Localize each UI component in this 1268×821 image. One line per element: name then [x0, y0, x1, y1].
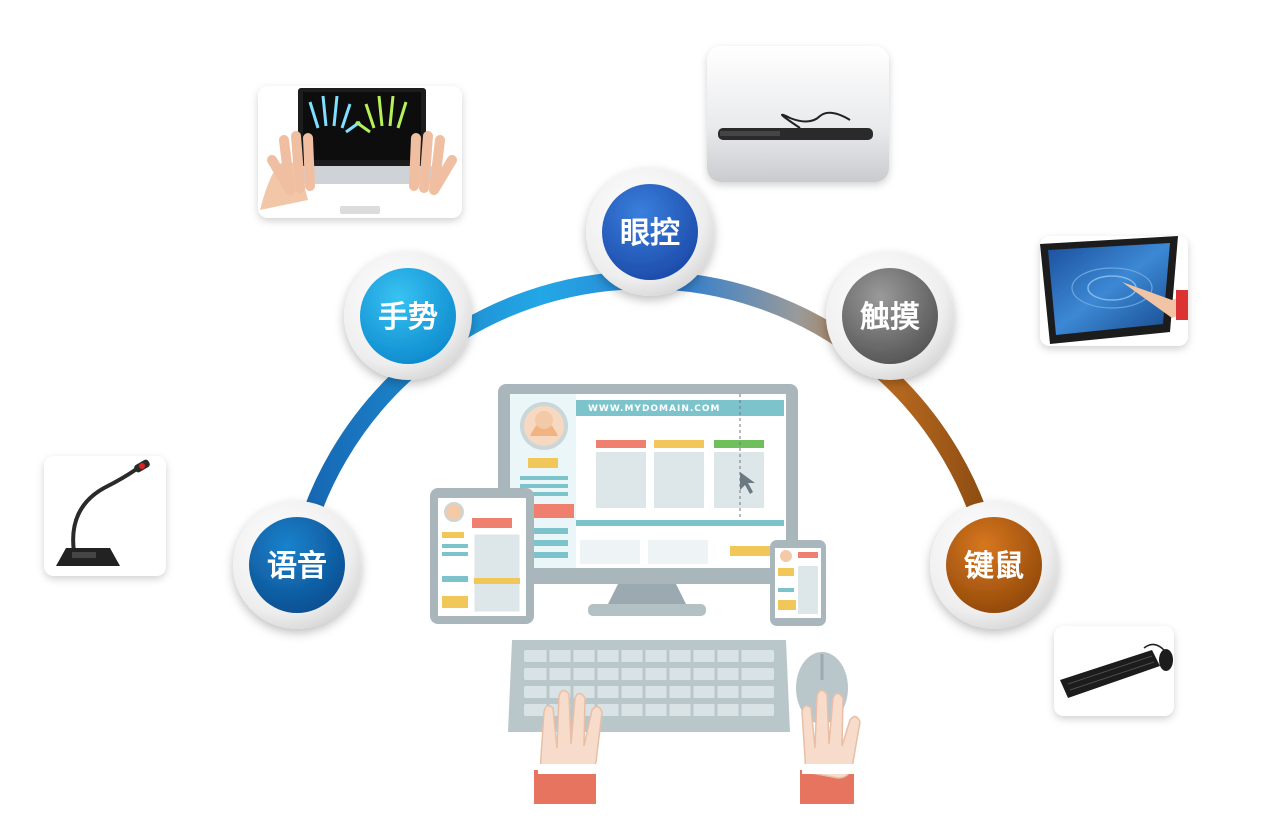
voice-badge: [249, 517, 345, 613]
gesture-badge: [360, 268, 456, 364]
center-illustration: WWW.MYDOMAIN.COM: [430, 384, 861, 804]
touchscreen-icon: [1040, 236, 1188, 346]
node-voice: 语音: [233, 501, 361, 629]
eye-tracker-bar-icon: [707, 46, 889, 182]
node-eye: 眼控: [586, 168, 714, 296]
node-touch-label: 触摸: [860, 300, 920, 335]
hand-tracking-laptop-icon: [258, 86, 462, 218]
node-touch: 触摸: [826, 252, 954, 380]
node-gesture: 手势: [344, 252, 472, 380]
node-mouse: 键鼠: [930, 501, 1058, 629]
center-url: WWW.MYDOMAIN.COM: [588, 404, 721, 414]
node-mouse-label: 键鼠: [964, 549, 1024, 584]
keyboard-mouse-badge: [946, 517, 1042, 613]
node-voice-label: 语音: [267, 549, 327, 584]
node-eye-label: 眼控: [620, 216, 680, 251]
microphone-icon: [44, 456, 166, 576]
eye-badge: [602, 184, 698, 280]
keyboard-mouse-icon: [1054, 626, 1174, 716]
node-gesture-label: 手势: [378, 300, 438, 335]
touch-badge: [842, 268, 938, 364]
